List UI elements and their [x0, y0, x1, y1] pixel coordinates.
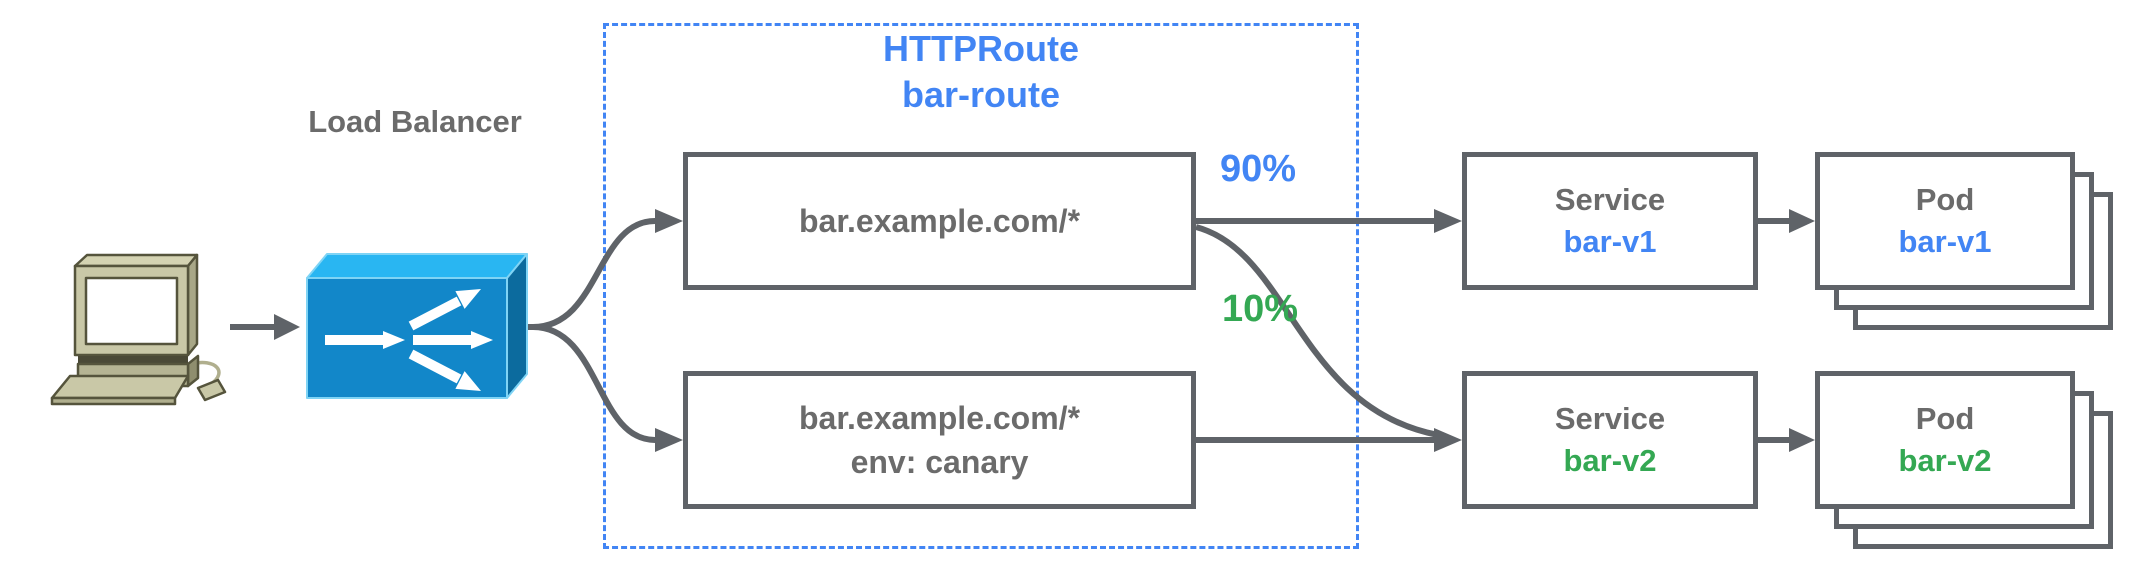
weight-label-90: 90% [1219, 148, 1297, 190]
httproute-kind: HTTPRoute [883, 28, 1079, 69]
lb-arrow-up [408, 296, 462, 331]
weight-label-10: 10% [1221, 288, 1299, 330]
keyboard-front-edge [50, 396, 177, 406]
monitor-side-face [186, 253, 199, 357]
pod-kind-label: Pod [1915, 401, 1975, 436]
pod-kind-label: Pod [1915, 182, 1975, 217]
arrowhead-svc1 [1434, 209, 1462, 233]
monitor-top-face [73, 253, 199, 268]
arrowhead-pod2 [1789, 428, 1815, 452]
service-box-bar-v1: Service bar-v1 [1462, 152, 1758, 290]
service-box-bar-v2: Service bar-v2 [1462, 371, 1758, 509]
pod-name-label: bar-v1 [1898, 224, 1992, 259]
lb-side-face [506, 253, 528, 399]
service-kind-label: Service [1554, 401, 1666, 436]
service-kind-label: Service [1554, 182, 1666, 217]
mouse-body [196, 378, 227, 402]
rule-box-bar: bar.example.com/* [683, 152, 1196, 290]
desktop-computer-icon [50, 253, 227, 406]
rule-header-label: env: canary [850, 444, 1029, 480]
service-name-label: bar-v2 [1563, 443, 1657, 478]
keyboard-top [50, 374, 190, 400]
pod-name-label: bar-v2 [1898, 443, 1992, 478]
pod-card-front: Pod bar-v2 [1815, 371, 2075, 509]
arrowhead-svc2 [1434, 428, 1462, 452]
rule-box-bar-canary: bar.example.com/* env: canary [683, 371, 1196, 509]
service-name-label: bar-v1 [1563, 224, 1657, 259]
traffic-splitter-icon [306, 253, 528, 399]
pod-card-front: Pod bar-v1 [1815, 152, 2075, 290]
rule-match-label: bar.example.com/* [798, 400, 1081, 436]
monitor-screen [84, 276, 179, 346]
load-balancer-label: Load Balancer [308, 104, 522, 139]
arrowhead-pod1 [1789, 209, 1815, 233]
lb-arrow-down [408, 349, 462, 384]
rule-match-label: bar.example.com/* [798, 203, 1081, 239]
lb-top-face [306, 253, 528, 279]
arrowhead-client-lb [274, 314, 300, 340]
httproute-title: HTTPRoute bar-route [603, 26, 1359, 118]
pod-stack-bar-v1: Pod bar-v1 [1815, 152, 2115, 332]
httproute-name: bar-route [901, 74, 1060, 115]
monitor-shadow-strip [78, 356, 188, 364]
base-side-face [186, 354, 200, 388]
pod-stack-bar-v2: Pod bar-v2 [1815, 371, 2115, 551]
